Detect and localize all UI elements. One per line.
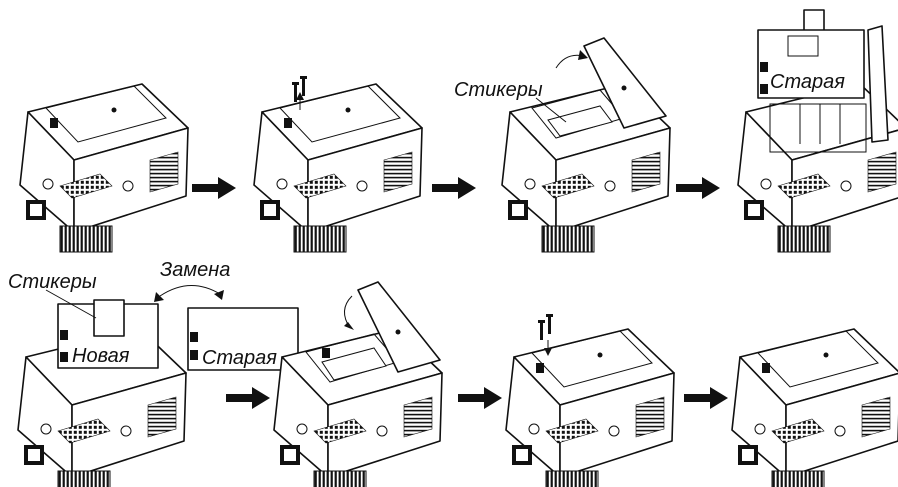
arrow-right-icon [684,387,728,409]
step-3-open-cover: Стикеры [454,37,671,253]
old-battery-label-top: Старая [770,71,845,93]
new-battery-label: Новая [72,345,130,367]
replace-label: Замена [160,259,230,281]
step-4-remove-old-battery: Старая [737,9,898,253]
arrow-right-icon [432,177,476,199]
swap-arrow-icon [154,285,224,302]
step-6-close-cover [273,281,443,487]
step-7-insert-screws [505,314,675,487]
arrow-right-icon [192,177,236,199]
arrow-right-icon [458,387,502,409]
step-1-unit-closed [19,83,189,253]
arrow-right-icon [676,177,720,199]
step-2-remove-screws [253,76,423,253]
screws-icon [292,76,307,110]
screws-icon [538,314,553,356]
stickers-label-bottom: Стикеры [8,271,97,293]
step-8-unit-closed [731,328,898,487]
arrow-right-icon [226,387,270,409]
old-battery-label-bottom: Старая [202,347,277,369]
stickers-label-top: Стикеры [454,79,543,101]
step-5-insert-new-battery: Стикеры Новая Старая Замена [8,259,299,487]
